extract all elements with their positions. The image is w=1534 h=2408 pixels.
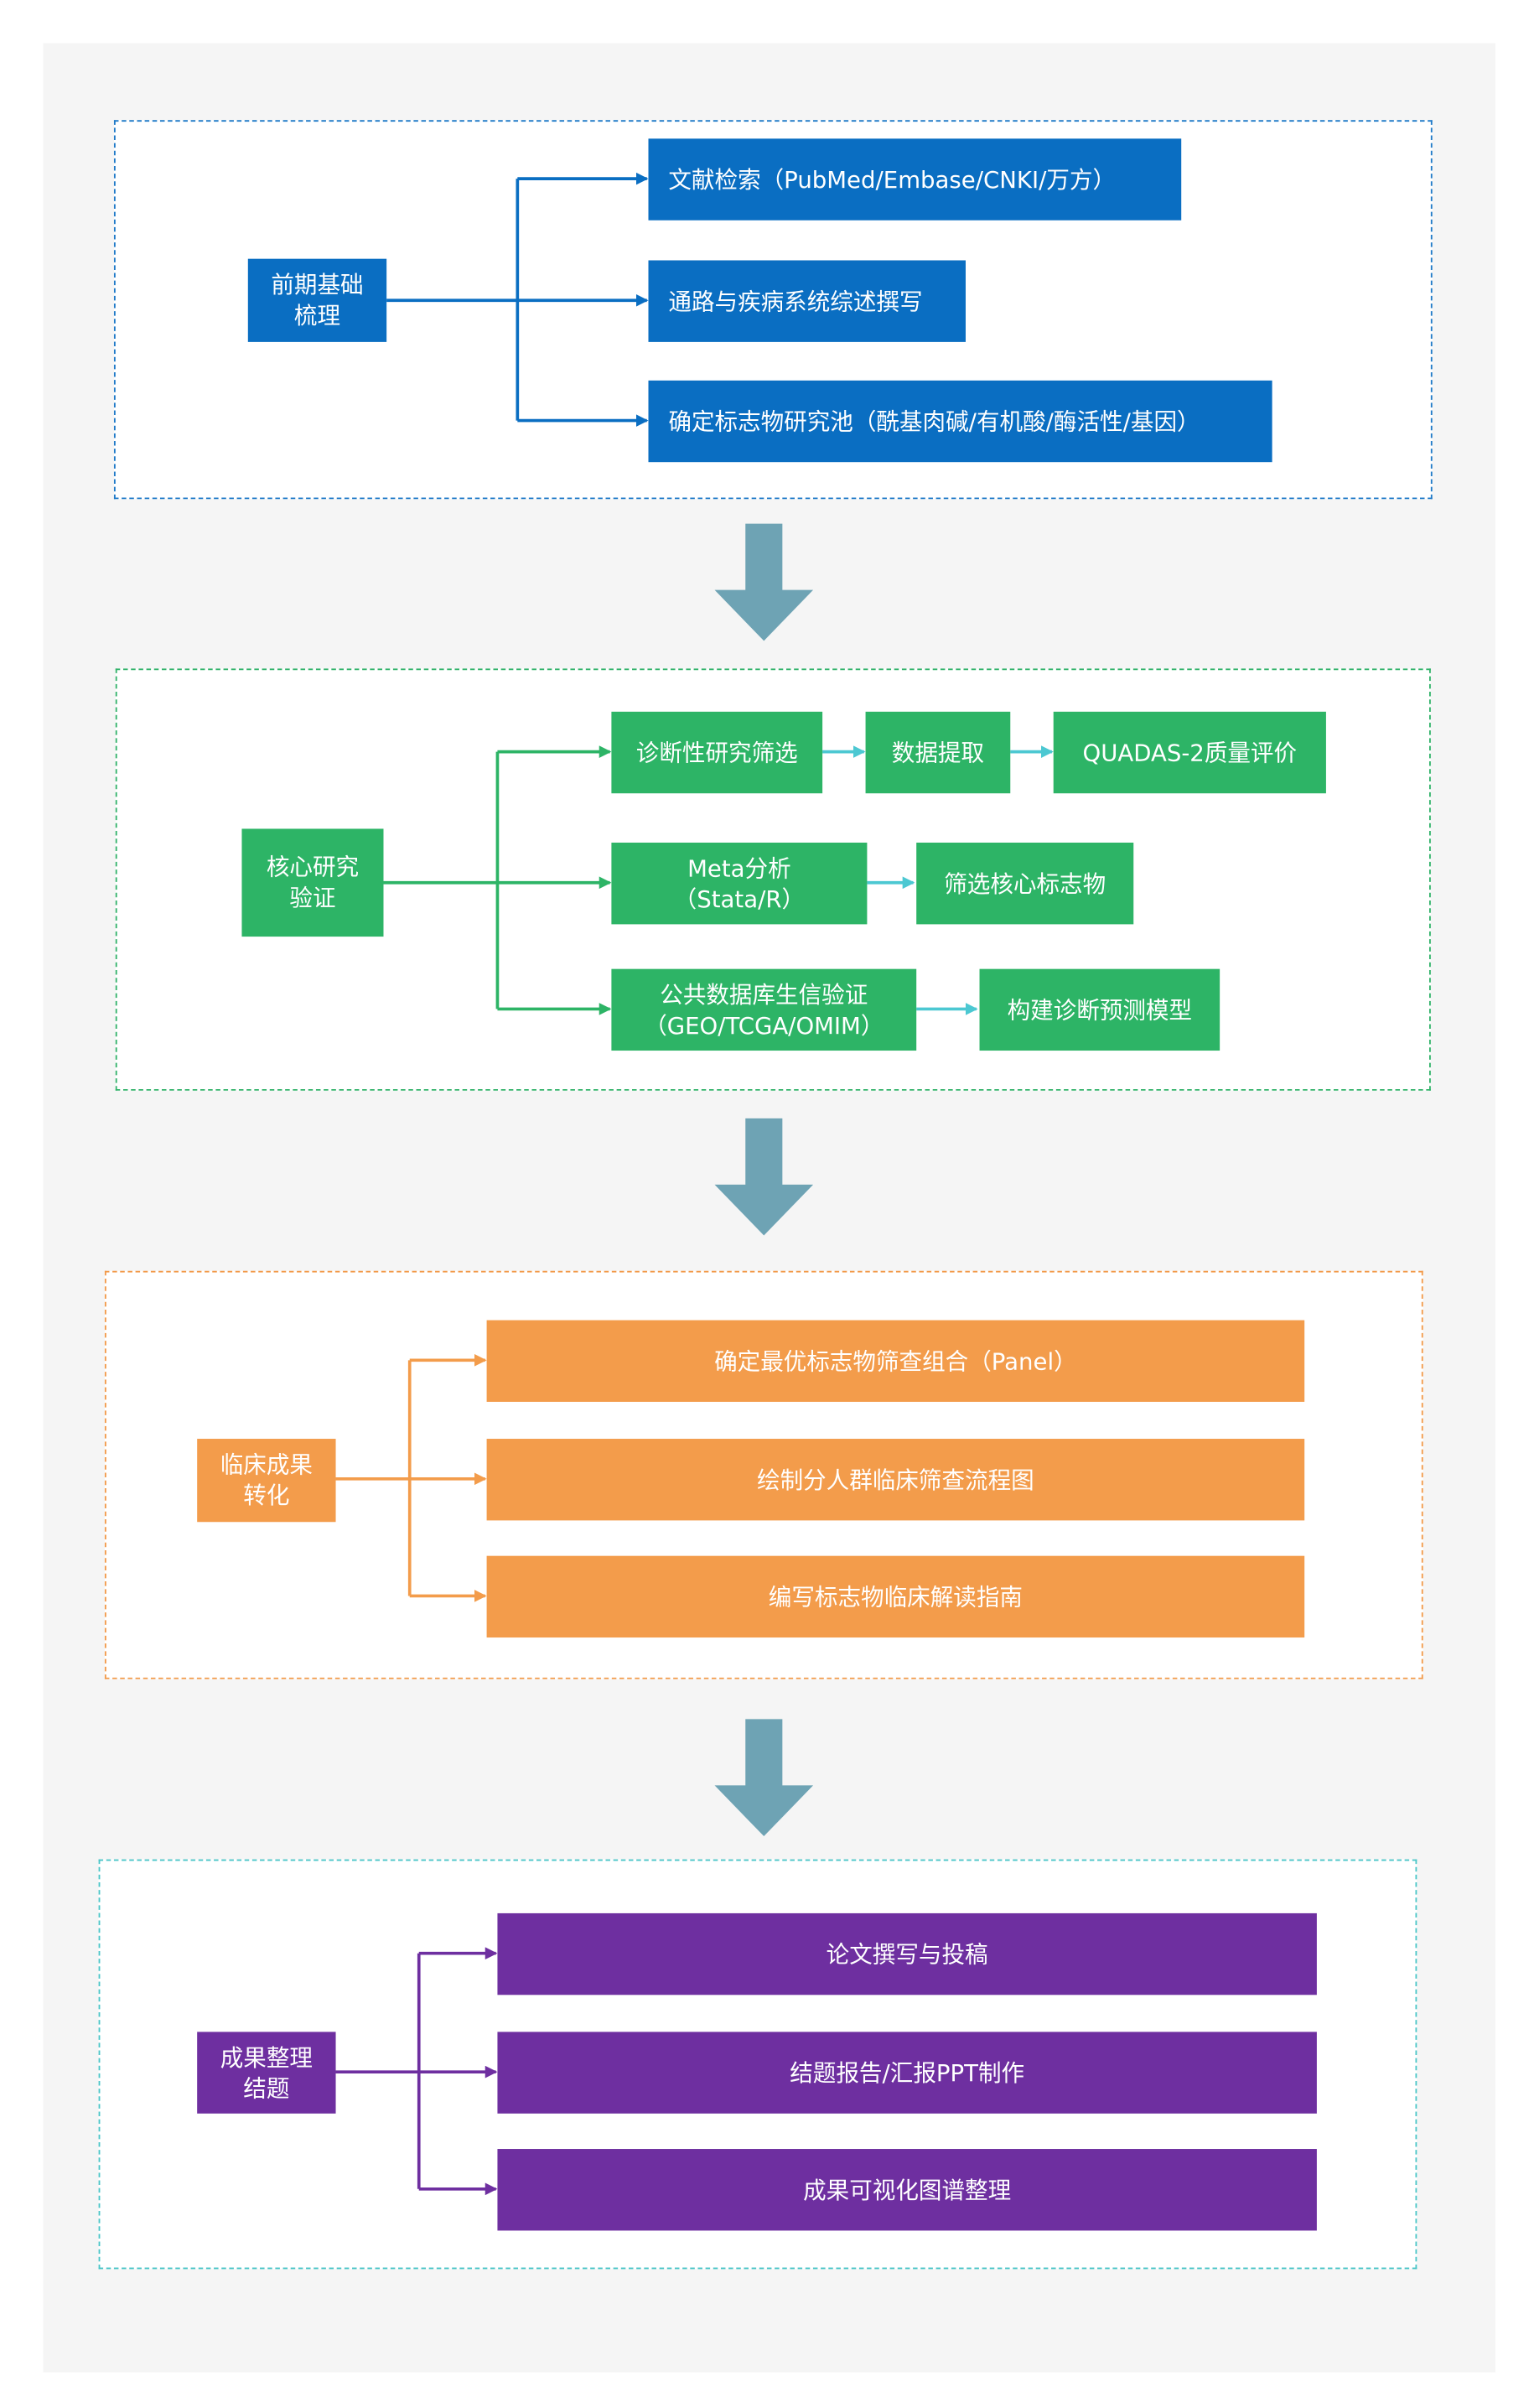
section-clinical-connectors — [335, 1353, 487, 1602]
paper-writing-box: 论文撰写与投稿 — [497, 1912, 1317, 1995]
stage-arrow-1 — [714, 523, 814, 641]
systematic-review-box: 通路与疾病系统综述撰写 — [648, 260, 966, 342]
quadas-assessment-box: QUADAS-2质量评价 — [1053, 711, 1326, 794]
section-core-step-connectors — [822, 745, 1054, 1015]
biomarker-pool-box: 确定标志物研究池（酰基肉碱/有机酸/酶活性/基因） — [648, 380, 1272, 463]
stage-clinical-translation-label: 临床成果 转化 — [197, 1439, 336, 1523]
diagnostic-study-screening-box: 诊断性研究筛选 — [611, 711, 823, 794]
core-biomarker-screening-box: 筛选核心标志物 — [916, 843, 1134, 925]
optimal-panel-box: 确定最优标志物筛查组合（Panel） — [486, 1320, 1305, 1402]
stage-arrow-3 — [714, 1719, 814, 1837]
section-core-connectors — [383, 745, 612, 1015]
screening-flowchart-box: 绘制分人群临床筛查流程图 — [486, 1439, 1305, 1521]
stage-arrow-2 — [714, 1118, 814, 1236]
visualization-atlas-box: 成果可视化图谱整理 — [497, 2149, 1317, 2231]
literature-search-box: 文献检索（PubMed/Embase/CNKI/万方） — [648, 138, 1182, 221]
stage-project-closure-label: 成果整理 结题 — [197, 2032, 336, 2114]
final-report-box: 结题报告/汇报PPT制作 — [497, 2032, 1317, 2114]
data-extraction-box: 数据提取 — [865, 711, 1011, 794]
stage-arrows — [714, 523, 814, 1837]
stage-foundation-label: 前期基础 梳理 — [247, 258, 387, 342]
section-foundation-connectors — [386, 172, 649, 427]
meta-analysis-box: Meta分析 （Stata/R） — [611, 843, 868, 925]
interpretation-guide-box: 编写标志物临床解读指南 — [486, 1555, 1305, 1638]
stage-core-research-label: 核心研究 验证 — [241, 828, 384, 937]
section-closure-connectors — [335, 1947, 498, 2196]
bioinformatics-validation-box: 公共数据库生信验证 （GEO/TCGA/OMIM） — [611, 968, 917, 1051]
prediction-model-box: 构建诊断预测模型 — [979, 968, 1220, 1051]
